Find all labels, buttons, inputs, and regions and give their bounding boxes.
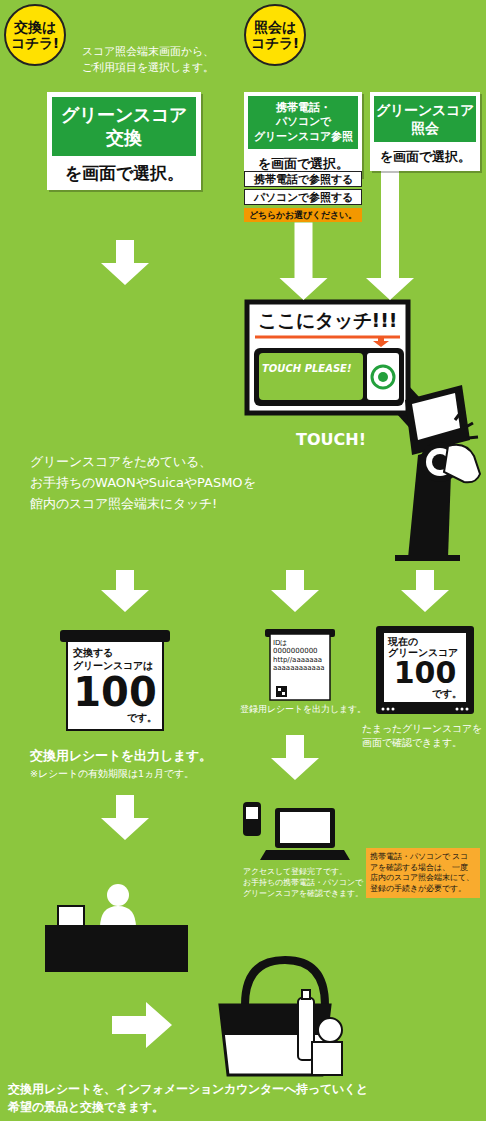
score-monitor	[387, 708, 390, 711]
menu-box: グリーンスコア 交換を画面で選択。	[47, 92, 201, 190]
receipt-printer	[282, 692, 285, 695]
down-arrow	[101, 570, 149, 612]
phone-and-pc	[280, 812, 330, 843]
badge-circle: 照会は コチラ!	[244, 4, 306, 66]
button-text: 携帯電話で参照する	[245, 172, 361, 186]
score-monitor	[376, 626, 474, 714]
down-arrow	[271, 570, 319, 612]
phone-and-pc	[243, 802, 261, 836]
note-box: 携帯電話・パソコンで スコアを確認する場合は、 一度店内のスコア照会端末にて、 …	[366, 848, 480, 898]
phone-and-pc	[246, 807, 258, 819]
receipt-text: 交換する グリーンスコアは	[73, 647, 157, 672]
panel-card-text: TOUCH PLEASE!	[262, 363, 362, 375]
score-monitor	[461, 708, 464, 711]
panel-heading: ここにタッチ!!!	[245, 309, 410, 332]
option-button: 携帯電話で参照する	[244, 171, 362, 187]
prize-bag	[318, 1018, 342, 1042]
screen-text: です。	[388, 688, 462, 699]
touch-callout: TOUCH!	[296, 430, 366, 449]
receipt-printer	[276, 686, 287, 697]
score-monitor	[376, 626, 474, 714]
menu-box: 携帯電話・パソコンで グリーンスコア参照を画面で選択。	[244, 92, 362, 177]
menu-box: グリーンスコア 照会を画面で選択。	[370, 92, 480, 171]
notice-text: どちらかお選びください。	[244, 208, 362, 222]
phone-and-pc	[275, 808, 335, 848]
banner-text: 携帯電話・パソコンで グリーンスコア参照	[248, 96, 358, 149]
banner-text: グリーンスコア 交換	[52, 97, 196, 156]
touch-terminal	[444, 445, 480, 483]
touch-panel-frame	[372, 366, 394, 388]
prize-bag	[220, 960, 342, 1075]
option-button: パソコンで参照する	[244, 189, 362, 205]
receipt-printer	[270, 634, 330, 700]
badge-circle: 交換は コチラ!	[4, 4, 66, 66]
down-arrow	[401, 570, 449, 612]
info-counter	[45, 884, 188, 972]
down-arrow	[101, 795, 149, 840]
touch-terminal	[395, 555, 460, 561]
prize-bag	[302, 990, 310, 999]
touch-terminal	[395, 385, 480, 561]
touch-panel-frame	[254, 348, 404, 406]
touch-panel-frame	[259, 353, 363, 400]
info-counter	[100, 906, 136, 928]
step-text: 交換用レシートを出力します。	[30, 748, 212, 765]
score-monitor	[392, 708, 395, 711]
register-receipt: IDは 0000000000http//aaaaaaa aaaaaaaaaaaa	[273, 639, 327, 673]
box-text: を画面で選択。	[374, 142, 476, 167]
info-counter	[58, 906, 84, 926]
prize-bag	[312, 1042, 342, 1075]
touch-panel-frame	[378, 372, 388, 382]
step-text: グリーンスコアをためている、 お手持ちのWAONやSuicaやPASMOを 館内…	[30, 452, 310, 514]
banner-text: グリーンスコア 照会	[374, 96, 476, 142]
badge-text: 照会は コチラ!	[247, 19, 303, 51]
phone-and-pc	[260, 850, 350, 860]
right-arrow	[112, 1002, 172, 1048]
step-text: たまったグリーンスコアを 画面で確認できます。	[362, 722, 484, 750]
instruction-text: スコア照会端末画面から、 ご利用項目を選択します。	[82, 44, 232, 76]
note-text: 携帯電話・パソコンで スコアを確認する場合は、 一度店内のスコア照会端末にて、 …	[370, 852, 476, 894]
box-text: を画面で選択。	[248, 149, 358, 174]
badge-text: 交換は コチラ!	[7, 19, 63, 51]
screen-text: 現在の グリーンスコア	[388, 636, 462, 658]
score-number: 100	[388, 658, 462, 688]
down-arrow	[271, 735, 319, 780]
receipt-url: http//aaaaaaa aaaaaaaaaaaa	[273, 656, 327, 673]
score-monitor	[456, 708, 459, 711]
flow-arrow	[366, 171, 414, 300]
flow-arrow	[280, 222, 328, 300]
receipt: 交換する グリーンスコアは100です。	[66, 640, 164, 731]
touch-terminal	[455, 412, 478, 438]
touch-panel-frame	[373, 337, 389, 347]
box-text: を画面で選択。	[52, 156, 196, 185]
score-screen: 現在の グリーンスコア100です。	[384, 633, 466, 702]
info-counter	[45, 925, 188, 972]
right-arrow	[112, 1002, 172, 1048]
step-text: 登録用レシートを出力します。	[240, 704, 366, 715]
touch-panel-frame	[367, 353, 399, 400]
score-number: 100	[73, 672, 157, 712]
phone-and-pc	[243, 802, 350, 860]
receipt-printer	[278, 688, 281, 691]
button-text: パソコンで参照する	[245, 190, 361, 204]
step-text: 交換用レシートを、インフォメーションカウンターへ持っていくと 希望の景品と交換で…	[8, 1080, 478, 1116]
info-counter	[107, 884, 129, 906]
receipt-id: IDは 0000000000	[273, 639, 327, 656]
score-monitor	[382, 708, 385, 711]
touch-terminal	[412, 393, 460, 440]
notice-band: どちらかお選びください。	[244, 208, 362, 222]
touch-panel: ここにタッチ!!! TOUCH PLEASE!	[245, 300, 410, 415]
score-monitor	[466, 708, 469, 711]
step-text: アクセスして登録完了です。 お手持ちの携帯電話・パソコンで グリーンスコアを確認…	[243, 866, 365, 900]
note-text: ※レシートの有効期限は1ヵ月です。	[30, 768, 194, 780]
receipt-text: です。	[73, 712, 157, 724]
down-arrow	[101, 240, 149, 285]
